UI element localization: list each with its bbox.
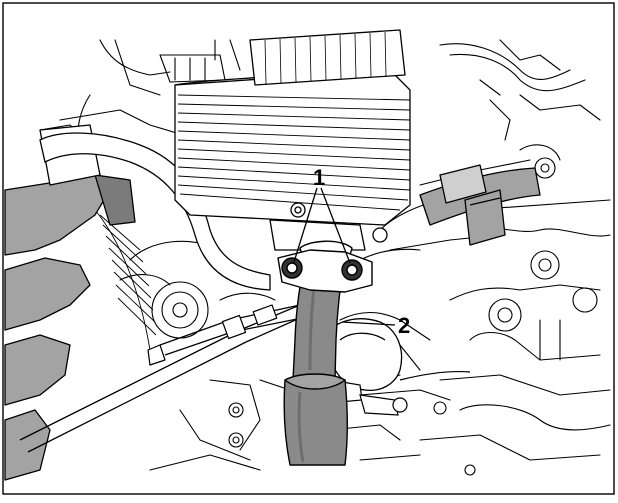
thermostat-housing (329, 318, 403, 391)
fan-fins (94, 209, 157, 351)
leader-1-right (320, 187, 351, 264)
flange-bolt-left (281, 257, 303, 279)
fuel-line (147, 304, 303, 366)
egr-cooler-pipe (419, 164, 541, 246)
callout-leaders (293, 187, 396, 326)
leader-1-left (293, 187, 318, 263)
lower-pipe (19, 304, 301, 453)
oil-cooler (174, 29, 411, 251)
fan-shroud (4, 124, 136, 481)
callout-2: 2 (398, 313, 410, 338)
callout-1: 1 (313, 165, 325, 190)
curved-tube (39, 132, 271, 291)
leader-2 (341, 321, 396, 326)
flange-bolt-right (341, 259, 363, 281)
